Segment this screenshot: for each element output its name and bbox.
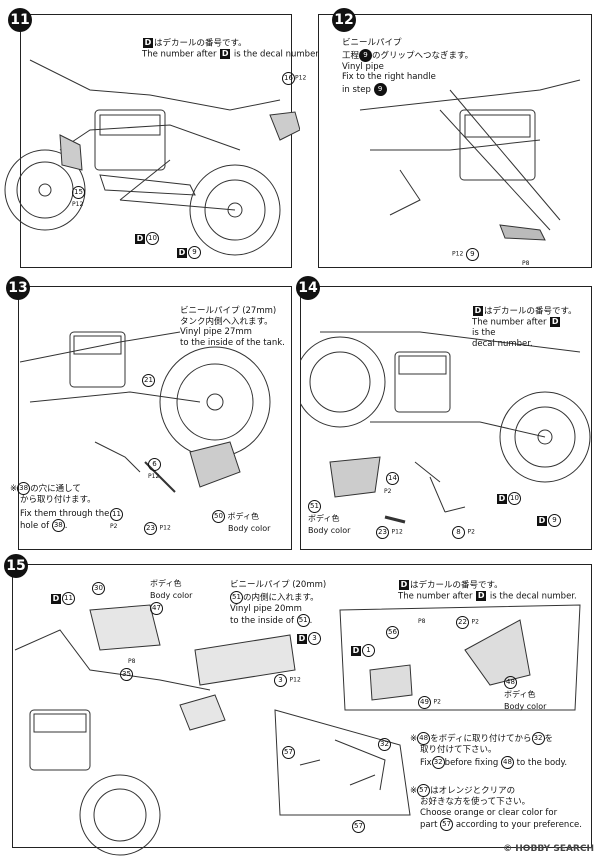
step-14-part-p2: P2 [384, 488, 392, 495]
step-12-part-p8: P8 [522, 260, 530, 267]
step-11-number: 11 [8, 8, 32, 32]
step-14-illustration [300, 331, 591, 524]
step-15-part-3: 3 P12 [274, 674, 301, 687]
step-14-part-14: 14 [386, 472, 399, 485]
step-14-number: 14 [296, 276, 320, 300]
step-15-part-22: 22 P2 [456, 616, 479, 629]
step-15-part-57b: 57 [352, 820, 365, 833]
step-15-part-57a: 57 [282, 746, 295, 759]
step-11-illustration [4, 59, 300, 256]
step-15-part-56: 56 [386, 626, 399, 639]
step-13: 13 ビニールパイプ (27mm) タンク内側へ入れます。 Vinyl pipe… [0, 272, 300, 550]
step-15-part-49: 49 P2 [418, 696, 441, 709]
step-13-part-21: 21 [142, 374, 155, 387]
step-13-number: 13 [6, 276, 30, 300]
step-12-part-p12-9: P12 9 [452, 248, 479, 261]
step-15-part-p8b: P8 [418, 618, 426, 625]
step-14-part-8: 8 P2 [452, 526, 475, 539]
step-15-part-35: 35 [120, 668, 133, 681]
step-15-number: 15 [4, 554, 28, 578]
step-13-part-23: 23 P12 [144, 522, 171, 535]
step-14-frame [300, 286, 592, 550]
step-12-illustration [359, 79, 581, 241]
step-15-part-p8: P8 [128, 658, 136, 665]
step-15-illustration [14, 604, 581, 856]
step-14-part-23: 23 P12 [376, 526, 403, 539]
step-12-number: 12 [332, 8, 356, 32]
step-13-frame [18, 286, 292, 550]
step-15-part-32: 32 [378, 738, 391, 751]
watermark: © HOBBY SEARCH [503, 844, 594, 854]
step-15-part-30: 30 [92, 582, 105, 595]
step-13-pipe-note: ビニールパイプ (27mm) タンク内側へ入れます。 Vinyl pipe 27… [180, 306, 285, 348]
